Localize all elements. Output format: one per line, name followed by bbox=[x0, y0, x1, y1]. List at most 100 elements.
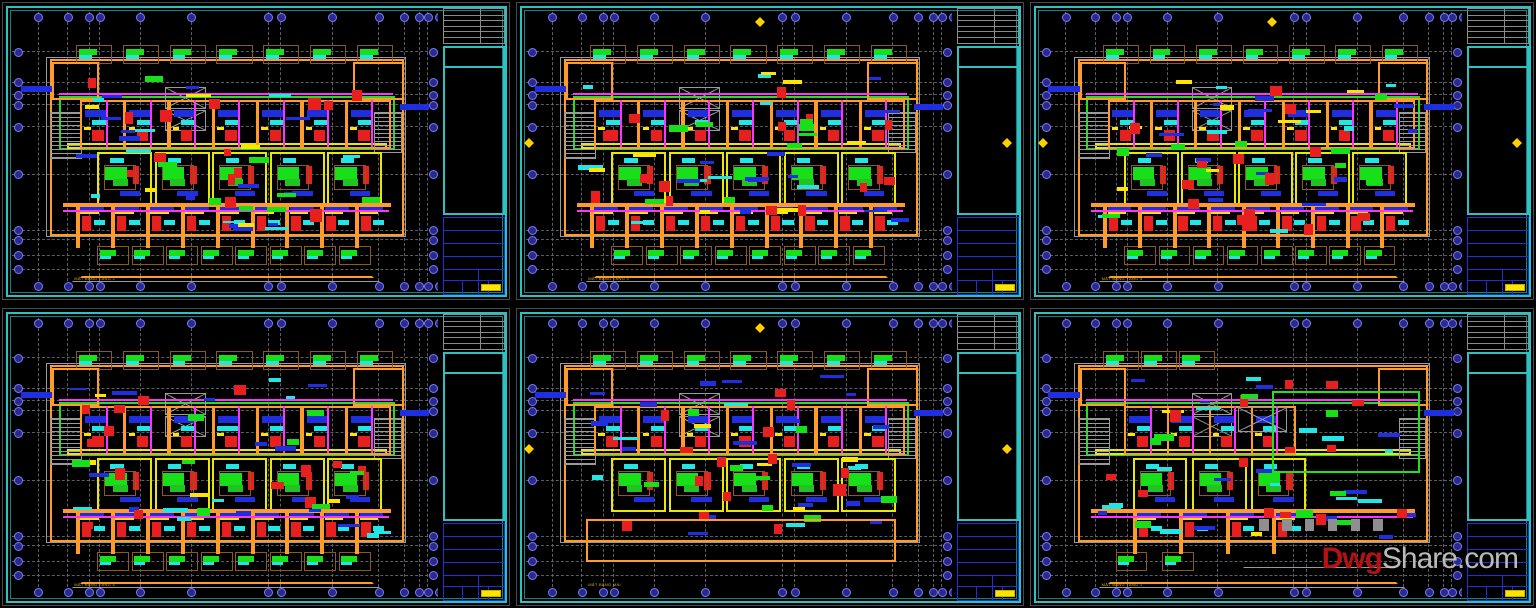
shelf-block bbox=[115, 516, 134, 520]
grid-bubble-right bbox=[1453, 122, 1462, 132]
title-block[interactable] bbox=[957, 314, 1019, 601]
grid-line-vertical bbox=[88, 318, 90, 597]
plumbing-riser bbox=[619, 99, 622, 147]
coffee-table bbox=[1253, 179, 1269, 187]
bathroom-fixture bbox=[248, 165, 255, 184]
balcony-box-bottom bbox=[818, 246, 851, 266]
annotation-bar bbox=[186, 196, 196, 200]
bathroom-fixture bbox=[646, 471, 654, 490]
grid-bubble-top bbox=[423, 13, 433, 22]
grid-bubble-left bbox=[1042, 557, 1051, 567]
floor-plan-drawing[interactable] bbox=[526, 12, 952, 291]
console bbox=[168, 157, 182, 163]
title-block[interactable] bbox=[1467, 8, 1529, 295]
coffee-table bbox=[799, 485, 815, 493]
wetroom-partition bbox=[355, 207, 360, 248]
annotation-bar bbox=[590, 421, 609, 427]
grid-bubble-top bbox=[548, 319, 558, 328]
grid-bubble-right bbox=[943, 428, 952, 438]
rug-outline bbox=[334, 470, 367, 496]
annotation-bar bbox=[144, 188, 157, 193]
floor-plan-drawing[interactable] bbox=[526, 318, 952, 597]
title-block[interactable] bbox=[957, 8, 1019, 295]
bathroom-fixture bbox=[819, 471, 826, 490]
floor-plan-drawing[interactable] bbox=[12, 12, 438, 291]
grid-line-horizontal bbox=[526, 126, 952, 128]
grid-bubble-left bbox=[1042, 571, 1051, 581]
planting-block bbox=[72, 459, 91, 468]
basin-block bbox=[1190, 219, 1202, 226]
bed-block bbox=[173, 415, 195, 423]
sheet-outer-border bbox=[2, 308, 510, 606]
grid-line-vertical bbox=[1451, 12, 1453, 291]
grid-bubble-top bbox=[1123, 13, 1132, 22]
service-corridor-wall bbox=[577, 203, 905, 208]
wardrobe bbox=[1295, 130, 1307, 141]
title-block[interactable] bbox=[443, 314, 505, 601]
revision-marker-icon bbox=[524, 133, 534, 148]
grid-bubble-left bbox=[14, 90, 23, 100]
console bbox=[854, 463, 868, 469]
grid-bubble-right bbox=[943, 541, 952, 551]
desk bbox=[305, 126, 313, 131]
title-block[interactable] bbox=[1467, 314, 1529, 601]
service-corridor-wall bbox=[63, 509, 391, 514]
fixture-block bbox=[1187, 198, 1200, 209]
grid-bubble-right bbox=[1453, 384, 1462, 394]
drawing-sheet-3[interactable]: MẶT BẰNG TẦNG 4 bbox=[1028, 0, 1536, 302]
balcony-rail bbox=[168, 255, 180, 260]
drawing-sheet-6[interactable]: MẶT BẰNG TẦNG 1 bbox=[1028, 306, 1536, 608]
annotation-bar bbox=[269, 94, 292, 97]
planting-block bbox=[1135, 520, 1152, 528]
sheet-outer-border bbox=[1030, 2, 1534, 300]
shelf-block bbox=[1142, 210, 1161, 214]
annotation-bar bbox=[285, 396, 295, 400]
shelf-block bbox=[80, 516, 99, 520]
title-block[interactable] bbox=[443, 8, 505, 295]
wardrobe bbox=[827, 436, 840, 447]
wc-block bbox=[1109, 215, 1119, 231]
floor-plan-drawing[interactable] bbox=[12, 318, 438, 597]
annotation-bar bbox=[238, 183, 259, 189]
floor-plan-drawing[interactable] bbox=[1040, 12, 1462, 291]
drawing-sheet-5[interactable]: MẶT BẰNG MÁI bbox=[514, 306, 1026, 608]
floor-plan-drawing[interactable] bbox=[1040, 318, 1462, 597]
rug-outline bbox=[675, 164, 708, 190]
annotation-bar bbox=[1385, 83, 1397, 87]
annotation-bar bbox=[1206, 169, 1220, 173]
grid-bubble-left bbox=[528, 122, 537, 132]
basin-block bbox=[817, 219, 829, 226]
grid-bubble-right bbox=[1453, 353, 1462, 363]
grid-bubble-bottom bbox=[914, 588, 924, 597]
fixture-block bbox=[83, 522, 93, 530]
nightstand bbox=[358, 425, 373, 432]
planting-block bbox=[1375, 93, 1388, 100]
service-corridor-wall bbox=[1090, 203, 1416, 208]
revision-marker-icon bbox=[524, 439, 534, 454]
annotation-bar bbox=[700, 210, 710, 214]
grid-bubble-top bbox=[577, 13, 587, 22]
grid-bubble-bottom bbox=[374, 282, 384, 291]
plan-title-label: MẶT BẰNG MÁI bbox=[588, 582, 621, 588]
drawing-sheet-1[interactable]: MẶT BẰNG TẦNG 2 bbox=[0, 0, 512, 302]
approval-stamp bbox=[995, 284, 1015, 291]
sheet-outer-border bbox=[516, 308, 1024, 606]
grid-bubble-bottom bbox=[400, 282, 410, 291]
grid-bubble-bottom bbox=[650, 588, 660, 597]
annotation-bar bbox=[783, 79, 802, 85]
fixture-block bbox=[159, 110, 172, 122]
drawing-sheet-4[interactable]: MẶT BẰNG TẦNG 5 bbox=[0, 306, 512, 608]
balcony-box-bottom bbox=[852, 246, 885, 266]
annotation-bar bbox=[338, 524, 360, 527]
balcony-rail bbox=[1106, 360, 1119, 366]
annotation-bar bbox=[785, 522, 805, 528]
planting-block bbox=[239, 206, 253, 211]
drawing-sheet-2[interactable]: MẶT BẰNG TẦNG 3 bbox=[514, 0, 1026, 302]
title-block-separator bbox=[445, 66, 503, 68]
balcony-planting bbox=[733, 48, 752, 55]
balcony-planting bbox=[1195, 249, 1212, 256]
wetroom-partition bbox=[1132, 513, 1137, 554]
bed-block bbox=[1213, 415, 1235, 423]
wc-block bbox=[291, 521, 301, 537]
